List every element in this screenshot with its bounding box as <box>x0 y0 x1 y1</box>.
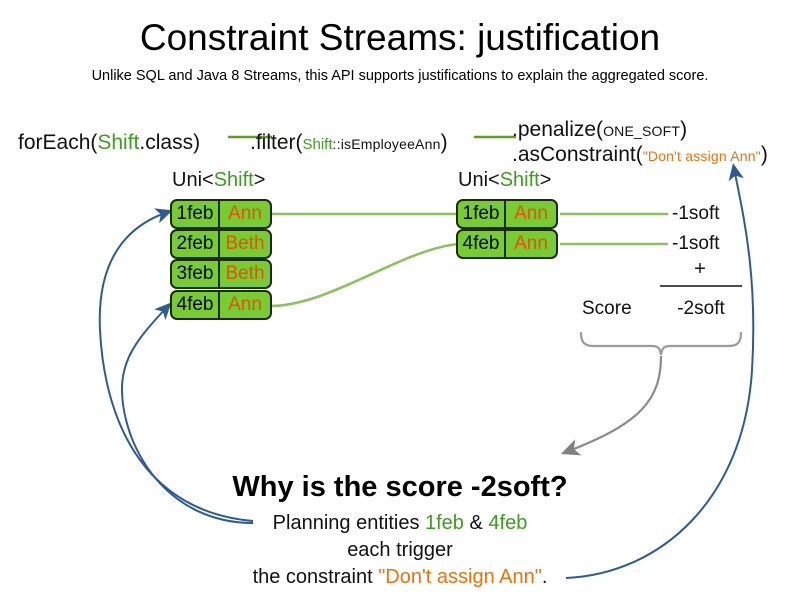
explanation-entity-b: 4feb <box>488 512 528 534</box>
code-as-constraint-prefix: .asConstraint( <box>512 143 643 166</box>
explanation-line-1: Planning entities 1feb & 4feb <box>0 511 800 535</box>
shift-card-date: 3feb <box>172 261 220 287</box>
penalty-value: -1soft <box>672 203 720 224</box>
page-title: Constraint Streams: justification <box>139 17 661 58</box>
sum-divider <box>660 285 742 287</box>
code-foreach-prefix: forEach( <box>18 131 98 154</box>
shift-card[interactable]: 1feb Ann <box>170 199 272 229</box>
shift-card-date: 4feb <box>172 292 220 318</box>
explanation-line-2: each trigger <box>347 539 453 561</box>
uni-left-type: Shift <box>213 169 254 191</box>
code-foreach: forEach(Shift.class) <box>18 130 200 155</box>
shift-card-date: 1feb <box>172 201 220 227</box>
shift-card-employee: Ann <box>514 233 548 254</box>
shift-card-date: 1feb <box>458 201 506 227</box>
code-penalize-prefix: .penalize( <box>512 118 604 141</box>
explanation-line-3-prefix: the constraint <box>252 566 379 588</box>
explanation-amp: & <box>463 512 489 534</box>
code-as-constraint-suffix: ) <box>760 143 768 166</box>
shift-card-employee: Ann <box>228 203 262 224</box>
shift-card-date: 2feb <box>172 231 220 257</box>
code-filter-prefix: .filter( <box>250 131 303 154</box>
uni-right-type: Shift <box>499 169 540 191</box>
score-label: Score <box>582 298 632 319</box>
code-filter: .filter(Shift::isEmployeeAnn) <box>250 130 448 157</box>
code-filter-type: Shift <box>302 136 333 153</box>
uni-label-right: Uni<Shift> <box>458 168 551 192</box>
score-explain-arrow <box>560 355 663 456</box>
code-foreach-type: Shift <box>97 131 140 154</box>
code-penalize: .penalize(ONE_SOFT) <box>512 117 687 144</box>
uni-right-prefix: Uni< <box>458 169 500 191</box>
sum-operator: + <box>694 258 706 280</box>
uni-label-left: Uni<Shift> <box>172 168 265 192</box>
code-as-constraint-arg: "Don't assign Ann" <box>642 148 761 164</box>
stream-connector-4feb <box>269 242 459 308</box>
explanation-heading: Why is the score -2soft? <box>232 471 568 503</box>
code-penalize-arg: ONE_SOFT <box>603 123 681 139</box>
explanation-constraint-name: "Don't assign Ann" <box>378 566 542 588</box>
code-penalize-suffix: ) <box>680 118 688 141</box>
shift-card-employee: Ann <box>514 203 548 224</box>
score-total: -2soft <box>677 298 725 319</box>
shift-card[interactable]: 2feb Beth <box>170 229 272 259</box>
uni-right-suffix: > <box>539 169 552 191</box>
explanation-line-1-prefix: Planning entities <box>272 512 425 534</box>
shift-card[interactable]: 1feb Ann <box>456 199 558 229</box>
uni-left-suffix: > <box>253 169 266 191</box>
shift-card[interactable]: 3feb Beth <box>170 259 272 289</box>
shift-card[interactable]: 4feb Ann <box>170 290 272 320</box>
explanation-entity-a: 1feb <box>425 512 464 534</box>
page-subtitle: Unlike SQL and Java 8 Streams, this API … <box>91 68 709 84</box>
shift-card-employee: Ann <box>228 294 262 315</box>
explanation-line-3: the constraint "Don't assign Ann". <box>0 565 800 589</box>
shift-card[interactable]: 4feb Ann <box>456 229 558 259</box>
code-as-constraint: .asConstraint("Don't assign Ann") <box>512 142 768 169</box>
score-brace <box>579 331 743 356</box>
shift-card-date: 4feb <box>458 231 506 257</box>
shift-card-employee: Beth <box>225 263 265 284</box>
penalty-value: -1soft <box>672 233 720 254</box>
code-filter-suffix: ) <box>440 131 448 154</box>
uni-left-prefix: Uni< <box>172 169 214 191</box>
shift-card-employee: Beth <box>225 233 265 254</box>
code-foreach-suffix: .class) <box>139 131 201 154</box>
code-filter-method: ::isEmployeeAnn <box>332 136 441 152</box>
explanation-line-3-suffix: . <box>541 566 548 588</box>
